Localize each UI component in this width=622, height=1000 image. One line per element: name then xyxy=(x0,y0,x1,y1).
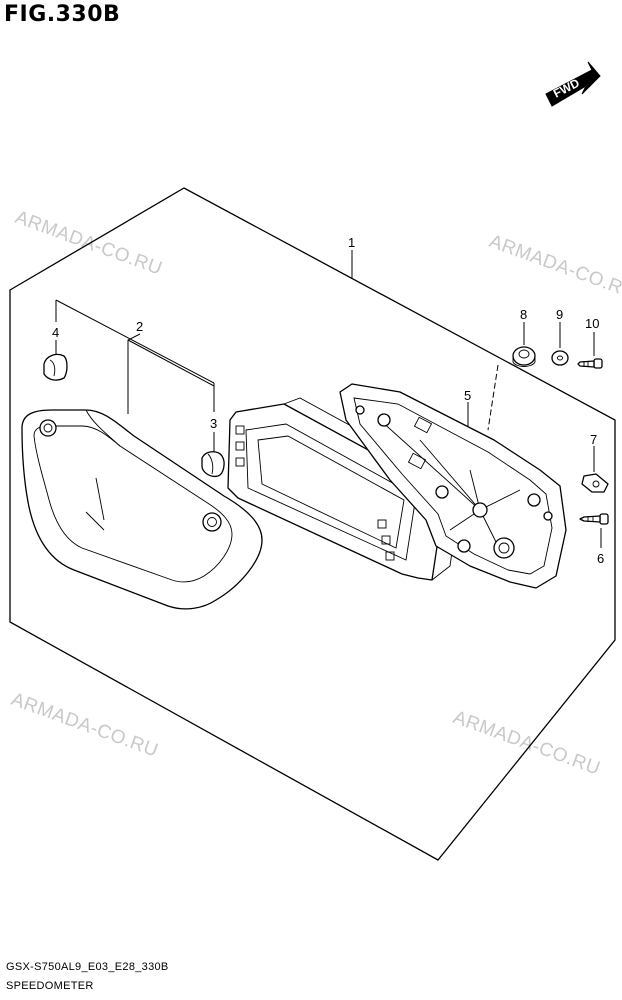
meter-cover xyxy=(21,409,263,610)
nut-clip-part-7 xyxy=(581,473,609,493)
callout-10: 10 xyxy=(585,316,599,331)
display-bezel xyxy=(227,397,461,581)
assembly-outline xyxy=(9,187,616,861)
callout-7: 7 xyxy=(590,432,597,447)
fwd-arrow-icon: FWD xyxy=(545,61,601,107)
grommet-part-3 xyxy=(201,451,225,478)
callout-5: 5 xyxy=(464,388,471,403)
footer-code: GSX-S750AL9_E03_E28_330B xyxy=(6,961,169,973)
screw-part-10 xyxy=(577,358,603,369)
leader-lines xyxy=(55,250,602,548)
washer-part-9 xyxy=(551,350,569,366)
grommet-part-8 xyxy=(512,346,536,367)
callout-3: 3 xyxy=(210,416,217,431)
callout-8: 8 xyxy=(520,307,527,322)
screw-part-6 xyxy=(579,513,609,525)
callout-2: 2 xyxy=(136,319,143,334)
watermark-3: ARMADA-CO.RU xyxy=(8,689,161,762)
footer-name: SPEEDOMETER xyxy=(6,980,94,992)
figure-title: FIG.330B xyxy=(4,2,121,27)
meter-housing-part-5 xyxy=(339,383,567,589)
callout-6: 6 xyxy=(597,551,604,566)
callout-1: 1 xyxy=(348,235,355,250)
watermark-2: ARMADA-CO.RU xyxy=(486,231,622,304)
callout-9: 9 xyxy=(556,307,563,322)
callout-4: 4 xyxy=(52,325,59,340)
grommet-part-4 xyxy=(43,353,68,381)
watermark-4: ARMADA-CO.RU xyxy=(450,707,603,780)
